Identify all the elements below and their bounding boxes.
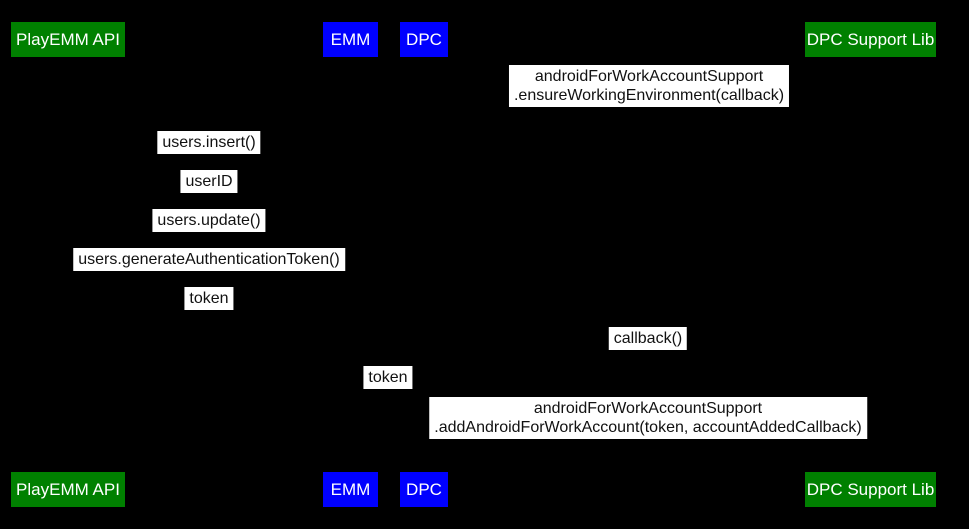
message-line: .addAndroidForWorkAccount(token, account… — [434, 419, 862, 436]
message-line: androidForWorkAccountSupport — [534, 68, 764, 85]
message-line: .ensureWorkingEnvironment(callback) — [513, 87, 785, 104]
actor-emm-top: EMM — [323, 22, 378, 57]
message-token-forward: token — [363, 366, 413, 389]
actor-dpc-bottom: DPC — [400, 472, 448, 507]
message-line: androidForWorkAccountSupport — [533, 400, 763, 417]
message-ensure-working-environment: androidForWorkAccountSupport .ensureWork… — [508, 65, 790, 107]
actor-emm-bottom: EMM — [323, 472, 378, 507]
message-token-return: token — [184, 287, 234, 310]
actor-dpc-top: DPC — [400, 22, 448, 57]
actor-playemm-api-top: PlayEMM API — [11, 22, 125, 57]
actor-playemm-api-bottom: PlayEMM API — [11, 472, 125, 507]
actor-dpc-support-lib-bottom: DPC Support Lib — [805, 472, 936, 507]
message-users-insert: users.insert() — [157, 131, 261, 154]
message-user-id: userID — [180, 170, 238, 193]
message-add-android-for-work-account: androidForWorkAccountSupport .addAndroid… — [429, 397, 867, 439]
message-callback: callback() — [608, 327, 688, 350]
actor-dpc-support-lib-top: DPC Support Lib — [805, 22, 936, 57]
message-users-generate-authentication-token: users.generateAuthenticationToken() — [73, 248, 345, 271]
message-users-update: users.update() — [152, 209, 266, 232]
